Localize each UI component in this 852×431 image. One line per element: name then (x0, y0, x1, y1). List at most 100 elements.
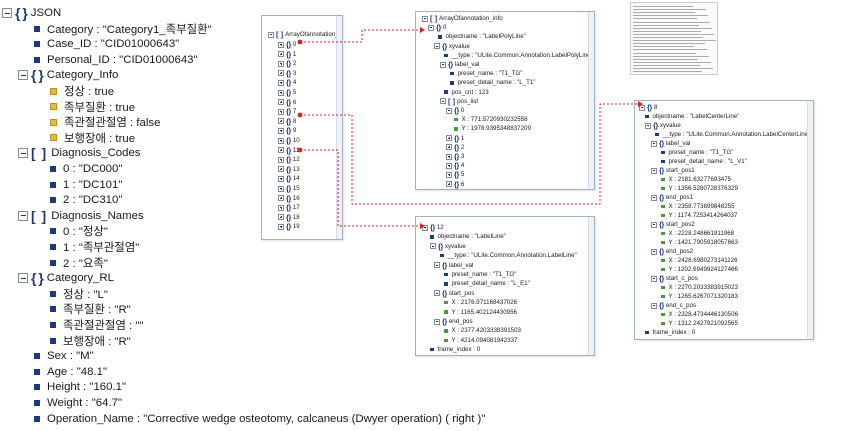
array-item-row[interactable]: {}12 (278, 155, 300, 164)
collapse-toggle-icon[interactable] (651, 248, 657, 255)
panel-row[interactable]: X : 2181.63277693475 (661, 175, 731, 184)
expand-toggle-icon[interactable] (278, 147, 284, 154)
tree-row[interactable]: 족관절관절염 : "" (50, 316, 143, 334)
array-item-row[interactable]: {}15 (278, 184, 300, 193)
array-item-row[interactable]: {}13 (278, 165, 300, 174)
vertical-scrollbar[interactable] (588, 217, 594, 355)
panel-row[interactable]: Y : 1165.402124430956 (444, 308, 517, 317)
collapse-toggle-icon[interactable] (434, 290, 440, 297)
expand-toggle-icon[interactable] (446, 181, 452, 188)
collapse-toggle-icon[interactable] (651, 221, 657, 228)
expand-toggle-icon[interactable] (278, 79, 284, 86)
array-item-row[interactable]: {}3 (278, 69, 296, 78)
array-item-row[interactable]: {}18 (278, 213, 300, 222)
tree-row[interactable]: 2 : "DC310" (50, 191, 122, 209)
panel-row[interactable]: preset_detail_name : "L_T1" (450, 78, 536, 87)
collapse-toggle-icon[interactable] (18, 148, 28, 159)
array-item-row[interactable]: {}14 (278, 174, 300, 183)
collapse-toggle-icon[interactable] (18, 273, 28, 284)
tree-row[interactable]: 정상 : "L" (50, 285, 108, 303)
expand-toggle-icon[interactable] (278, 89, 284, 96)
expand-toggle-icon[interactable] (278, 118, 284, 125)
panel-row[interactable]: Y : 1202.6949924127466 (661, 265, 738, 274)
panel-row[interactable]: Y : 1421.7905918057663 (661, 238, 738, 247)
panel-row[interactable]: Y : 1312.2427921092565 (661, 319, 738, 328)
panel-row[interactable]: X : 2377.4203338391503 (444, 326, 521, 335)
collapse-toggle-icon[interactable] (645, 122, 651, 129)
tree-row[interactable]: 2 : "요족" (50, 254, 108, 272)
panel-row[interactable]: {}xyvalue (434, 42, 470, 51)
tree-row[interactable]: Category : "Category1_족부질환" (34, 20, 212, 38)
panel-row[interactable]: {}end_pos1 (651, 193, 693, 202)
panel-row[interactable]: preset_name : "T1_TG" (661, 148, 733, 157)
panel-row[interactable]: {}end_pos (434, 317, 473, 326)
collapse-toggle-icon[interactable] (651, 194, 657, 201)
panel-row[interactable]: frame_index : 0 (430, 345, 480, 354)
panel-row[interactable]: X : 2270.2033383915023 (661, 283, 738, 292)
expand-toggle-icon[interactable] (278, 156, 284, 163)
collapse-toggle-icon[interactable] (446, 107, 452, 114)
expand-toggle-icon[interactable] (278, 175, 284, 182)
panel-row[interactable]: {}start_c_pos (651, 274, 698, 283)
panel-row[interactable]: {}start_pos (434, 289, 474, 298)
expand-toggle-icon[interactable] (278, 137, 284, 144)
panel-row[interactable]: {}label_val (440, 60, 479, 69)
expand-toggle-icon[interactable] (278, 204, 284, 211)
panel-row[interactable]: {}end_pos2 (651, 247, 693, 256)
panel-row[interactable]: [ ]pos_list (440, 97, 478, 106)
array-item-row[interactable]: {}4 (278, 78, 296, 87)
panel-row[interactable]: {}8 (639, 103, 657, 112)
panel-row[interactable]: objectname : "LabelLine" (430, 232, 506, 241)
panel-row[interactable]: X : 771.5720930232558 (454, 115, 528, 124)
panel-row[interactable]: [ ]ArrayOfannotation_info (268, 30, 342, 39)
panel-row[interactable]: [ ]ArrayOfannotation_info (422, 14, 503, 23)
panel-row[interactable]: {}xyvalue (430, 242, 466, 251)
panel-row[interactable]: __type : "ULite.Common.Annotation.LabelP… (444, 51, 593, 60)
array-item-row[interactable]: {}6 (278, 98, 296, 107)
tree-row[interactable]: Personal_ID : "CID01000643" (34, 51, 198, 69)
expand-toggle-icon[interactable] (446, 144, 452, 151)
panel-row[interactable]: X : 2228.248661911968 (661, 229, 734, 238)
array-item-row[interactable]: {}1 (278, 50, 296, 59)
tree-row[interactable]: 1 : "족부관절염" (50, 238, 139, 256)
panel-row[interactable]: preset_name : "T1_TG" (450, 69, 522, 78)
expand-toggle-icon[interactable] (278, 166, 284, 173)
collapse-toggle-icon[interactable] (2, 8, 12, 18)
array-item-row[interactable]: {}17 (278, 203, 300, 212)
panel-row[interactable]: pos_cnt : 123 (444, 88, 489, 97)
collapse-toggle-icon[interactable] (18, 210, 28, 221)
array-item-row[interactable]: {}2 (278, 59, 296, 68)
vertical-scrollbar[interactable] (807, 101, 813, 339)
expand-toggle-icon[interactable] (278, 223, 284, 230)
array-item-row[interactable]: {}8 (278, 117, 296, 126)
panel-row[interactable]: {}label_val (434, 261, 473, 270)
panel-row[interactable]: {}0 (428, 23, 446, 32)
collapse-toggle-icon[interactable] (422, 15, 428, 22)
collapse-toggle-icon[interactable] (268, 31, 274, 38)
panel-row[interactable]: Y : 1265.6267071320183 (661, 292, 738, 301)
array-item-row[interactable]: {}16 (278, 194, 300, 203)
panel-row[interactable]: objectname : "LabelPolyLine" (438, 32, 526, 41)
tree-row[interactable]: Sex : "M" (34, 347, 94, 365)
collapse-toggle-icon[interactable] (428, 24, 434, 31)
panel-row[interactable]: {}0 (446, 106, 464, 115)
tree-row[interactable]: Operation_Name : "Corrective wedge osteo… (34, 410, 485, 428)
array-item-row[interactable]: {}19 (278, 222, 300, 231)
tree-row[interactable]: 보행장애 : true (50, 129, 135, 147)
tree-row[interactable]: 1 : "DC101" (50, 176, 122, 194)
collapse-toggle-icon[interactable] (430, 243, 436, 250)
collapse-toggle-icon[interactable] (440, 98, 446, 105)
tree-row[interactable]: 보행장애 : "R" (50, 332, 131, 350)
tree-row[interactable]: Case_ID : "CID01000643" (34, 35, 179, 53)
collapse-toggle-icon[interactable] (18, 70, 28, 81)
collapse-toggle-icon[interactable] (440, 61, 446, 68)
array-item-row[interactable]: {}7 (278, 107, 296, 116)
panel-row[interactable]: __type : "ULite.Common.Annotation.LabelL… (440, 251, 577, 260)
panel-row[interactable]: {}1 (446, 134, 464, 143)
expand-toggle-icon[interactable] (278, 214, 284, 221)
expand-toggle-icon[interactable] (278, 127, 284, 134)
panel-row[interactable]: frame_index : 0 (645, 328, 695, 337)
tree-row[interactable]: Weight : "64.7" (34, 394, 122, 412)
panel-row[interactable]: Y : 4214.094081942337 (444, 336, 517, 345)
expand-toggle-icon[interactable] (278, 51, 284, 58)
